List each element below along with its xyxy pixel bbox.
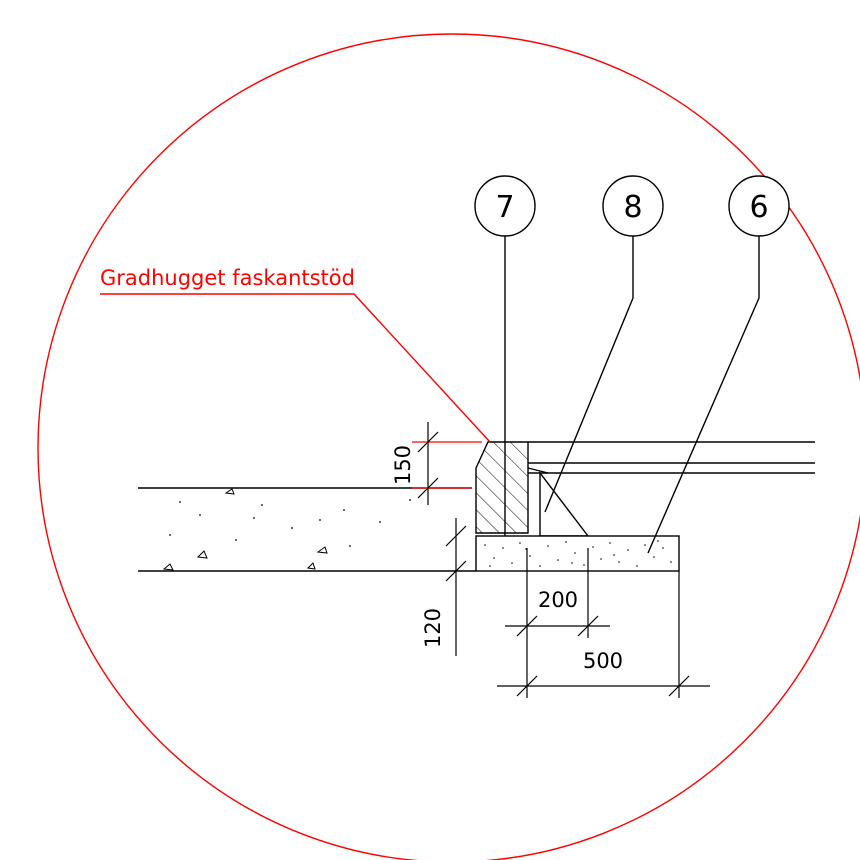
balloon-8-label: 8 (623, 190, 642, 225)
foundation-strip (475, 535, 680, 572)
balloon-7-label: 7 (495, 190, 514, 225)
detail-circle (37, 33, 860, 860)
balloon-6: 6 (728, 175, 790, 237)
foundation-speckle (484, 540, 672, 567)
balloon-6-label: 6 (749, 190, 768, 225)
dim-curb-height (412, 422, 482, 505)
annotation-label: Gradhugget faskantstöd (100, 266, 355, 290)
dim-foundation-width-label: 500 (583, 649, 623, 673)
balloon-leaders (504, 236, 760, 554)
balloon-7: 7 (474, 175, 536, 237)
concrete-slab (138, 487, 476, 572)
slab-dots (169, 499, 411, 547)
dim-slab-thickness-label: 120 (421, 608, 445, 648)
dim-slab-thickness (445, 518, 467, 656)
deck-lines (527, 441, 815, 474)
support-wedge (539, 470, 590, 537)
annotation: Gradhugget faskantstöd (100, 266, 491, 443)
balloon-8: 8 (602, 175, 664, 237)
annotation-leader (100, 293, 491, 443)
curb-stone (475, 441, 529, 534)
dim-foundation-width (497, 571, 710, 698)
dim-support-width-label: 200 (538, 588, 578, 612)
dim-curb-height-label: 150 (391, 445, 415, 485)
dim-support-width (505, 548, 610, 638)
